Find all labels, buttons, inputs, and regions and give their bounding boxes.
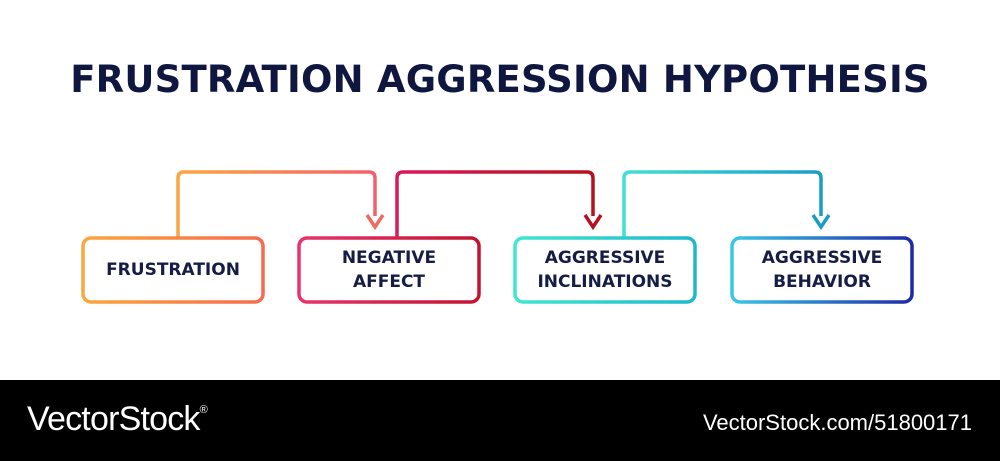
step-box-border-aggressive-behavior (730, 236, 914, 304)
step-label-line2: AFFECT (352, 272, 426, 292)
step-box-border-frustration (81, 236, 265, 304)
connector-line (176, 170, 377, 238)
arrowhead-icon (365, 214, 385, 231)
connector-negative-affect-to-aggressive-inclinations (395, 170, 603, 238)
step-frustration: FRUSTRATION (83, 238, 263, 302)
step-aggressive-behavior: AGGRESSIVE BEHAVIOR (732, 238, 912, 302)
arrowhead-icon (583, 214, 603, 231)
footer-bar: VectorStock® VectorStock.com/51800171 (0, 380, 1000, 461)
step-box-border-aggressive-inclinations (513, 236, 697, 304)
connector-line (622, 170, 823, 238)
page-title: FRUSTRATION AGGRESSION HYPOTHESIS (70, 58, 930, 101)
step-label-line1: AGGRESSIVE (544, 248, 666, 268)
brand-logo[interactable]: VectorStock® (27, 400, 208, 439)
step-label-line2: INCLINATIONS (537, 272, 673, 292)
step-label-line1: NEGATIVE (341, 248, 437, 268)
connector-frustration-to-negative-affect (176, 170, 385, 238)
connector-aggressive-inclinations-to-aggressive-behavior (622, 170, 831, 238)
arrowhead-icon (811, 214, 831, 231)
step-label-line1: FRUSTRATION (106, 260, 240, 280)
image-reference: VectorStock.com/51800171 (702, 410, 972, 435)
brand-name: VectorStock (27, 400, 200, 438)
registered-mark: ® (199, 404, 208, 416)
step-label-line1: AGGRESSIVE (761, 248, 883, 268)
connector-line (395, 170, 595, 238)
flow-diagram (81, 170, 914, 304)
step-negative-affect: NEGATIVE AFFECT (299, 238, 479, 302)
step-aggressive-inclinations: AGGRESSIVE INCLINATIONS (515, 238, 695, 302)
step-label-line2: BEHAVIOR (773, 272, 871, 292)
step-box-border-negative-affect (297, 236, 481, 304)
